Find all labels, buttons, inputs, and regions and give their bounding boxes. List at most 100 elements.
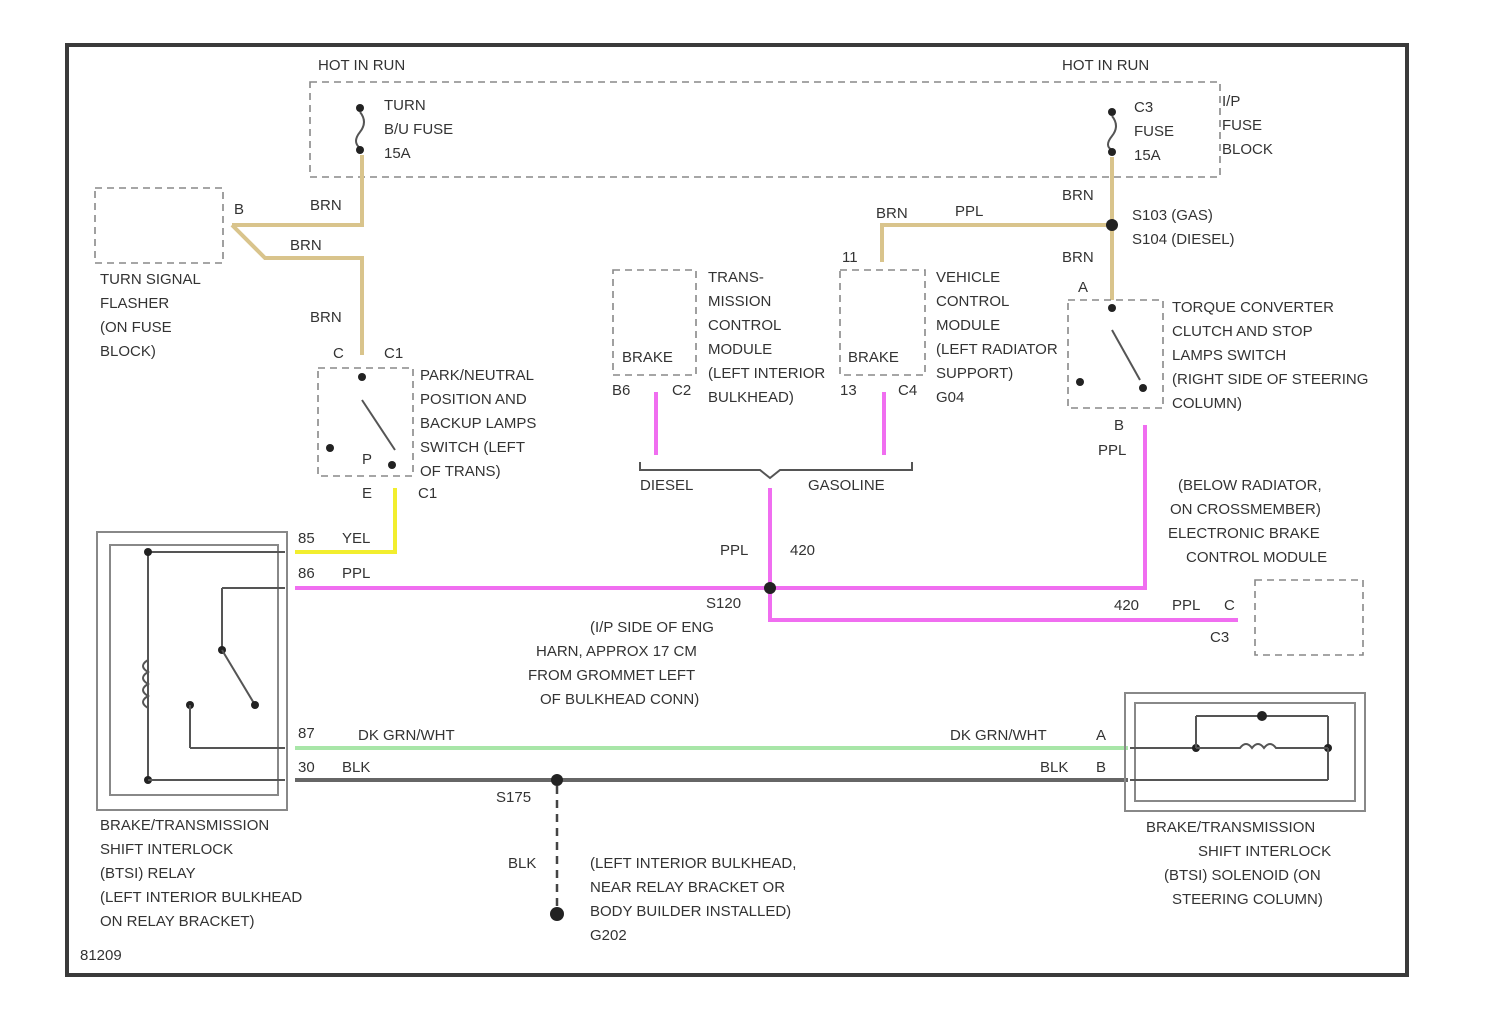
brake-label-vcm: BRAKE xyxy=(848,349,899,366)
svg-text:TRANS-: TRANS- xyxy=(708,269,764,286)
pin-13: 13 xyxy=(840,382,857,399)
svg-text:STEERING COLUMN): STEERING COLUMN) xyxy=(1172,891,1323,908)
blk-label-right: BLK xyxy=(1040,759,1068,776)
fuse1-line3: 15A xyxy=(384,145,411,162)
ground-label: (LEFT INTERIOR BULKHEAD, NEAR RELAY BRAC… xyxy=(590,855,796,944)
btsi-solenoid-label: BRAKE/TRANSMISSION SHIFT INTERLOCK (BTSI… xyxy=(1146,819,1331,908)
svg-text:(BELOW RADIATOR,: (BELOW RADIATOR, xyxy=(1178,477,1322,494)
brn-label-3: BRN xyxy=(310,309,342,326)
btsi-relay-outer xyxy=(97,532,287,810)
gasoline-label: GASOLINE xyxy=(808,477,885,494)
svg-text:COLUMN): COLUMN) xyxy=(1172,395,1242,412)
splice-s103 xyxy=(1106,219,1118,231)
dkgrn-label-left: DK GRN/WHT xyxy=(358,727,455,744)
svg-text:(RIGHT SIDE OF STEERING: (RIGHT SIDE OF STEERING xyxy=(1172,371,1368,388)
tcc-switch-label: TORQUE CONVERTER CLUTCH AND STOP LAMPS S… xyxy=(1172,299,1368,412)
btsi-relay-inner xyxy=(110,545,278,795)
ebcm-label: (BELOW RADIATOR, ON CROSSMEMBER) ELECTRO… xyxy=(1168,477,1327,566)
vcm-label: VEHICLE CONTROL MODULE (LEFT RADIATOR SU… xyxy=(936,269,1058,406)
s120-label: S120 xyxy=(706,595,741,612)
svg-text:(LEFT INTERIOR BULKHEAD: (LEFT INTERIOR BULKHEAD xyxy=(100,889,302,906)
splice-s120 xyxy=(764,582,776,594)
pin-a-tcc: A xyxy=(1078,279,1088,296)
svg-text:BULKHEAD): BULKHEAD) xyxy=(708,389,794,406)
svg-text:SHIFT INTERLOCK: SHIFT INTERLOCK xyxy=(1198,843,1331,860)
svg-text:(BTSI) SOLENOID (ON: (BTSI) SOLENOID (ON xyxy=(1164,867,1321,884)
svg-text:FLASHER: FLASHER xyxy=(100,295,169,312)
svg-text:BLOCK): BLOCK) xyxy=(100,343,156,360)
svg-text:ON RELAY BRACKET): ON RELAY BRACKET) xyxy=(100,913,254,930)
svg-text:TORQUE CONVERTER: TORQUE CONVERTER xyxy=(1172,299,1334,316)
svg-text:ELECTRONIC BRAKE: ELECTRONIC BRAKE xyxy=(1168,525,1320,542)
svg-text:MODULE: MODULE xyxy=(708,341,772,358)
hot-in-run-right-label: HOT IN RUN xyxy=(1062,57,1149,74)
svg-text:OF BULKHEAD CONN): OF BULKHEAD CONN) xyxy=(540,691,699,708)
btsi-solenoid-inner xyxy=(1135,703,1355,801)
svg-text:G202: G202 xyxy=(590,927,627,944)
pin-e: E xyxy=(362,485,372,502)
svg-text:SHIFT INTERLOCK: SHIFT INTERLOCK xyxy=(100,841,233,858)
pin-87: 87 xyxy=(298,725,315,742)
pin-c-pn: C xyxy=(333,345,344,362)
pin-b-flasher: B xyxy=(234,201,244,218)
svg-text:(LEFT RADIATOR: (LEFT RADIATOR xyxy=(936,341,1058,358)
svg-text:(BTSI) RELAY: (BTSI) RELAY xyxy=(100,865,196,882)
pin-a-solenoid: A xyxy=(1096,727,1106,744)
svg-text:BRAKE/TRANSMISSION: BRAKE/TRANSMISSION xyxy=(100,817,269,834)
svg-text:(ON FUSE: (ON FUSE xyxy=(100,319,172,336)
flasher-label: TURN SIGNAL FLASHER (ON FUSE BLOCK) xyxy=(100,271,201,360)
brake-label-tcm: BRAKE xyxy=(622,349,673,366)
pin-b-solenoid: B xyxy=(1096,759,1106,776)
brn-label-2: BRN xyxy=(290,237,322,254)
brn-wire-fuse1 xyxy=(232,155,362,225)
fuse1-line2: B/U FUSE xyxy=(384,121,453,138)
pin-c4: C4 xyxy=(898,382,917,399)
pin-30: 30 xyxy=(298,759,315,776)
yel-label: YEL xyxy=(342,530,370,547)
fuse2-line3: 15A xyxy=(1134,147,1161,164)
tcc-switch-blade xyxy=(1112,330,1140,380)
blk-label-left: BLK xyxy=(342,759,370,776)
hot-in-run-left-label: HOT IN RUN xyxy=(318,57,405,74)
svg-text:HARN, APPROX 17 CM: HARN, APPROX 17 CM xyxy=(536,643,697,660)
svg-text:G04: G04 xyxy=(936,389,964,406)
svg-text:LAMPS SWITCH: LAMPS SWITCH xyxy=(1172,347,1286,364)
splice-note: (I/P SIDE OF ENG HARN, APPROX 17 CM FROM… xyxy=(528,619,714,708)
pn-switch-blade xyxy=(362,400,395,450)
ebcm-box xyxy=(1255,580,1363,655)
tcc-switch-box xyxy=(1068,300,1163,408)
svg-text:CLUTCH AND STOP: CLUTCH AND STOP xyxy=(1172,323,1313,340)
ppl-wire-ebcm xyxy=(770,588,1238,620)
tcm-label: TRANS- MISSION CONTROL MODULE (LEFT INTE… xyxy=(708,269,825,406)
park-neutral-label: PARK/NEUTRAL POSITION AND BACKUP LAMPS S… xyxy=(420,367,536,480)
svg-text:FROM GROMMET LEFT: FROM GROMMET LEFT xyxy=(528,667,695,684)
splice-s175 xyxy=(551,774,563,786)
btsi-solenoid-internals xyxy=(1130,711,1332,780)
ppl-code-ebcm: 420 xyxy=(1114,597,1139,614)
svg-text:(I/P SIDE OF ENG: (I/P SIDE OF ENG xyxy=(590,619,714,636)
pin-c3: C3 xyxy=(1210,629,1229,646)
pin-11: 11 xyxy=(842,249,858,266)
btsi-relay-internals xyxy=(143,548,285,784)
c3-fuse: C3 FUSE 15A xyxy=(1108,99,1174,164)
pin-86: 86 xyxy=(298,565,315,582)
svg-text:MODULE: MODULE xyxy=(936,317,1000,334)
pin-c-ebcm: C xyxy=(1224,597,1235,614)
brn-label-5: BRN xyxy=(1062,187,1094,204)
ppl-label-tcc: PPL xyxy=(1098,442,1126,459)
ppl-code-center: 420 xyxy=(790,542,815,559)
svg-text:NEAR RELAY BRACKET OR: NEAR RELAY BRACKET OR xyxy=(590,879,785,896)
svg-text:SUPPORT): SUPPORT) xyxy=(936,365,1013,382)
fuse2-line1: C3 xyxy=(1134,99,1153,116)
svg-text:CONTROL MODULE: CONTROL MODULE xyxy=(1186,549,1327,566)
ip-fuse-block-label-1: I/P xyxy=(1222,93,1240,110)
ppl-label-relay: PPL xyxy=(342,565,370,582)
svg-text:MISSION: MISSION xyxy=(708,293,771,310)
brn-label-4: BRN xyxy=(876,205,908,222)
svg-text:(LEFT INTERIOR BULKHEAD,: (LEFT INTERIOR BULKHEAD, xyxy=(590,855,796,872)
blk-ground-label: BLK xyxy=(508,855,536,872)
pin-85: 85 xyxy=(298,530,315,547)
svg-text:(LEFT INTERIOR: (LEFT INTERIOR xyxy=(708,365,825,382)
fuse2-line2: FUSE xyxy=(1134,123,1174,140)
